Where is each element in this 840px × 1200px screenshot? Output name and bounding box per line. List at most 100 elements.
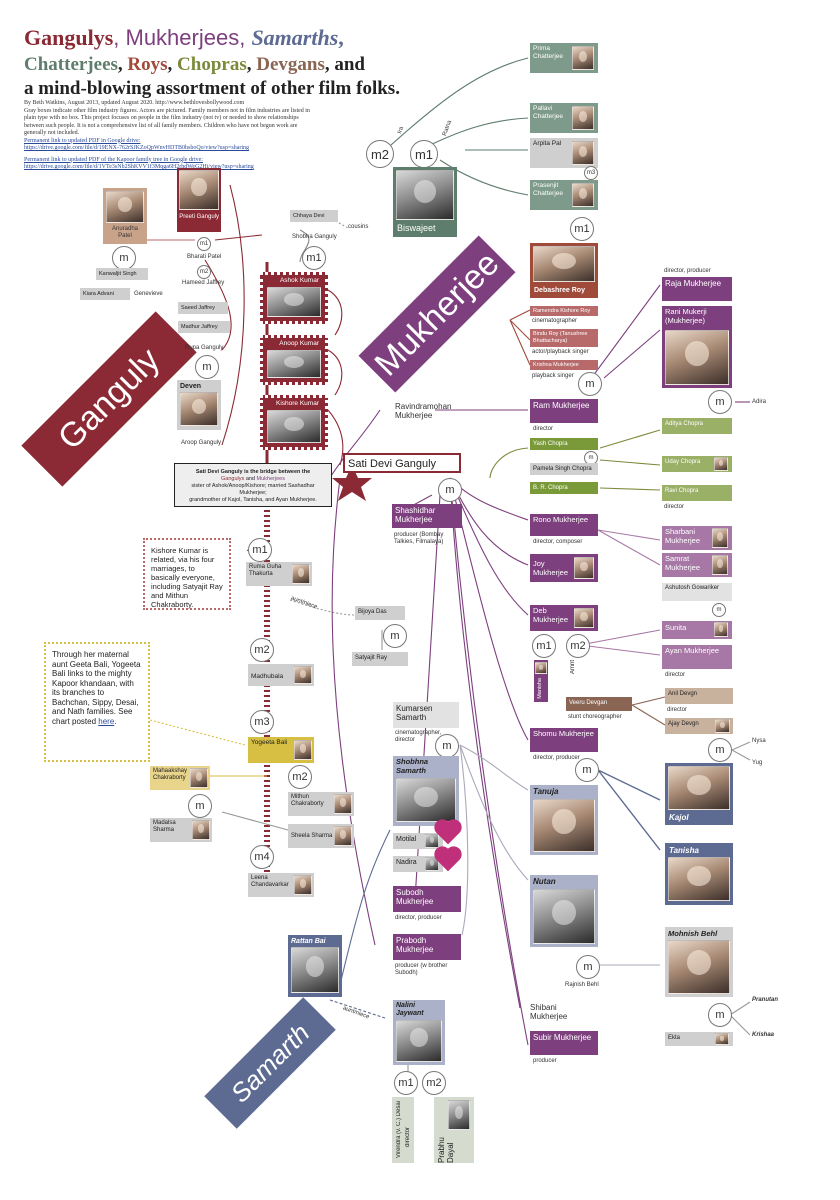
rattan-photo [291, 947, 339, 993]
ajay-photo [715, 719, 730, 733]
ayan-label: Ayan Mukherjee [665, 646, 720, 655]
pdf-link-label[interactable]: Permanent link to updated PDF in Google … [24, 137, 141, 144]
rani-label: Rani Mukerji (Mukherjee) [665, 307, 707, 325]
pranutan-label: Pranutan [752, 997, 779, 1003]
prabodh-card: Prabodh Mukherjee [393, 934, 461, 960]
samrat-label: Samrat Mukherjee [665, 554, 701, 572]
shobhna-photo [396, 778, 456, 822]
preeti-photo [179, 170, 219, 210]
intro-body: Gray boxes indicate other film industry … [24, 107, 310, 137]
geeta-note-text: Through her maternal aunt Geeta Bali, Yo… [52, 650, 141, 726]
marriage-ring: m1 [394, 1071, 418, 1095]
kanwaljit-label: Kanwaljit Singh [99, 271, 137, 277]
nutan-photo [533, 889, 595, 944]
marriage-ring: m1 [570, 217, 594, 241]
bridge-lead: Sati Devi Ganguly is the bridge between … [195, 469, 311, 475]
tanisha-label: Tanisha [669, 846, 699, 855]
samrat-photo [712, 555, 728, 575]
marriage-ring: m [383, 624, 407, 648]
mithun-photo [334, 794, 352, 814]
arpita-card: Arpita Pal [530, 138, 598, 168]
joy-card: Joy Mukherjee [530, 554, 598, 582]
marriage-ring: m [708, 390, 732, 414]
deven-photo [180, 392, 218, 426]
madalsa-photo [192, 820, 210, 840]
anoop-card: Anoop Kumar [260, 335, 328, 385]
prasenjit-card: Prasenjit Chatterjee [530, 180, 598, 210]
marriage-ring: m2 [288, 765, 312, 789]
virendra-card: Virendra (v. C.) Desai director [392, 1097, 414, 1163]
ajay-label: Ajay Devgn [668, 721, 699, 727]
raja-label: Raja Mukherjee [665, 279, 722, 288]
anuradha-photo [106, 191, 144, 223]
marriage-ring: m [578, 372, 602, 396]
br-chopra-card: B. R. Chopra [530, 482, 598, 494]
arpita-photo [572, 141, 594, 165]
manisha-photo [535, 662, 547, 674]
ravi-role: director [664, 504, 685, 510]
ashutosh-label: Ashutosh Gowariker [665, 585, 720, 591]
pdf-link-url[interactable]: https://drive.google.com/file/d/19ENX-76… [24, 145, 250, 151]
marriage-ring: m [188, 794, 212, 818]
marriage-ring: m [576, 955, 600, 979]
rono-role: director, composer [533, 539, 583, 545]
amrit-label: Amrit [570, 660, 576, 674]
ramendra-card: Ramendra Kishore Roy [530, 306, 598, 316]
sunita-card: Sunita [662, 621, 732, 639]
leena-photo [294, 875, 312, 895]
geeta-note-link[interactable]: here [98, 716, 115, 726]
mahaakshay-label: Mahaakshay Chakraborty [153, 768, 188, 781]
ashutosh-card: Ashutosh Gowariker [662, 583, 732, 601]
marriage-ring: m [112, 246, 136, 270]
prabodh-role: producer (w brother Subodh) [395, 963, 448, 976]
marriage-ring: m [435, 734, 459, 758]
mithun-card: Mithun Chakraborty [288, 792, 354, 816]
deb-label: Deb Mukherjee [533, 606, 569, 624]
adira-label: Adira [752, 399, 767, 405]
kumarsen-label: Kumarsen Samarth [396, 704, 433, 722]
prabhu-photo [448, 1100, 470, 1130]
title-roys: Roys [127, 54, 168, 75]
nadira-photo [425, 857, 439, 871]
nalini-photo [396, 1020, 442, 1062]
tanuja-card: Tanuja [530, 785, 598, 855]
raja-card: Raja Mukherjee [662, 277, 732, 301]
virendra-role: director [405, 1127, 411, 1148]
krishna-role: playback singer [532, 373, 574, 379]
bridge-mukherjees: Mukherjees [256, 476, 285, 482]
title-gangulys: Gangulys [24, 25, 114, 50]
bridge-rest-1: sister of Ashok/Anoop/Kishore; married S… [191, 483, 315, 496]
nadira-label: Nadira [396, 859, 417, 866]
marriage-ring: m2 [366, 140, 394, 168]
biswajeet-label: Biswajeet [397, 223, 436, 233]
nadira-card: Nadira [393, 856, 443, 872]
krishna-label: Krishna Mukherjee [533, 362, 579, 368]
nalini-label: Nalini Jaywant [396, 1002, 424, 1017]
kumarsen-card: Kumarsen Samarth [393, 702, 459, 728]
ramendra-label: Ramendra Kishore Roy [533, 308, 591, 314]
title-sep-1: , [117, 54, 128, 75]
kapoor-link-label[interactable]: Permanent link to updated PDF of the Kap… [24, 156, 203, 163]
cousins-label: cousins [348, 224, 369, 230]
pamela-card: Pamela Singh Chopra [530, 463, 598, 475]
marriage-ring: m [708, 1003, 732, 1027]
uday-label: Uday Chopra [665, 459, 701, 465]
kapoor-link-url[interactable]: https://drive.google.com/file/d/1VTe3sNb… [24, 164, 254, 170]
joy-photo [574, 557, 594, 579]
ravi-label: Ravi Chopra [665, 488, 699, 494]
prima-label: Prima Chatterjee [533, 45, 563, 60]
shomu-role: director, producer [533, 755, 580, 761]
marriage-ring: m2 [250, 638, 274, 662]
sharbani-card: Sharbani Mukherjee [662, 526, 732, 550]
tanuja-label: Tanuja [533, 787, 559, 796]
ashok-card: Ashok Kumar [260, 272, 328, 324]
veeru-label: Veeru Devgan [569, 700, 608, 706]
nutan-label: Nutan [533, 877, 556, 886]
prabodh-label: Prabodh Mukherjee [396, 936, 434, 954]
shashidhar-label: Shashidhar Mukherjee [395, 506, 436, 524]
tanisha-card: Tanisha [665, 843, 733, 905]
marriage-ring: m [195, 355, 219, 379]
kajol-label: Kajol [669, 813, 689, 822]
rajnish-label: Rajnish Behl [565, 982, 599, 988]
kanwaljit-card: Kanwaljit Singh [96, 268, 148, 280]
